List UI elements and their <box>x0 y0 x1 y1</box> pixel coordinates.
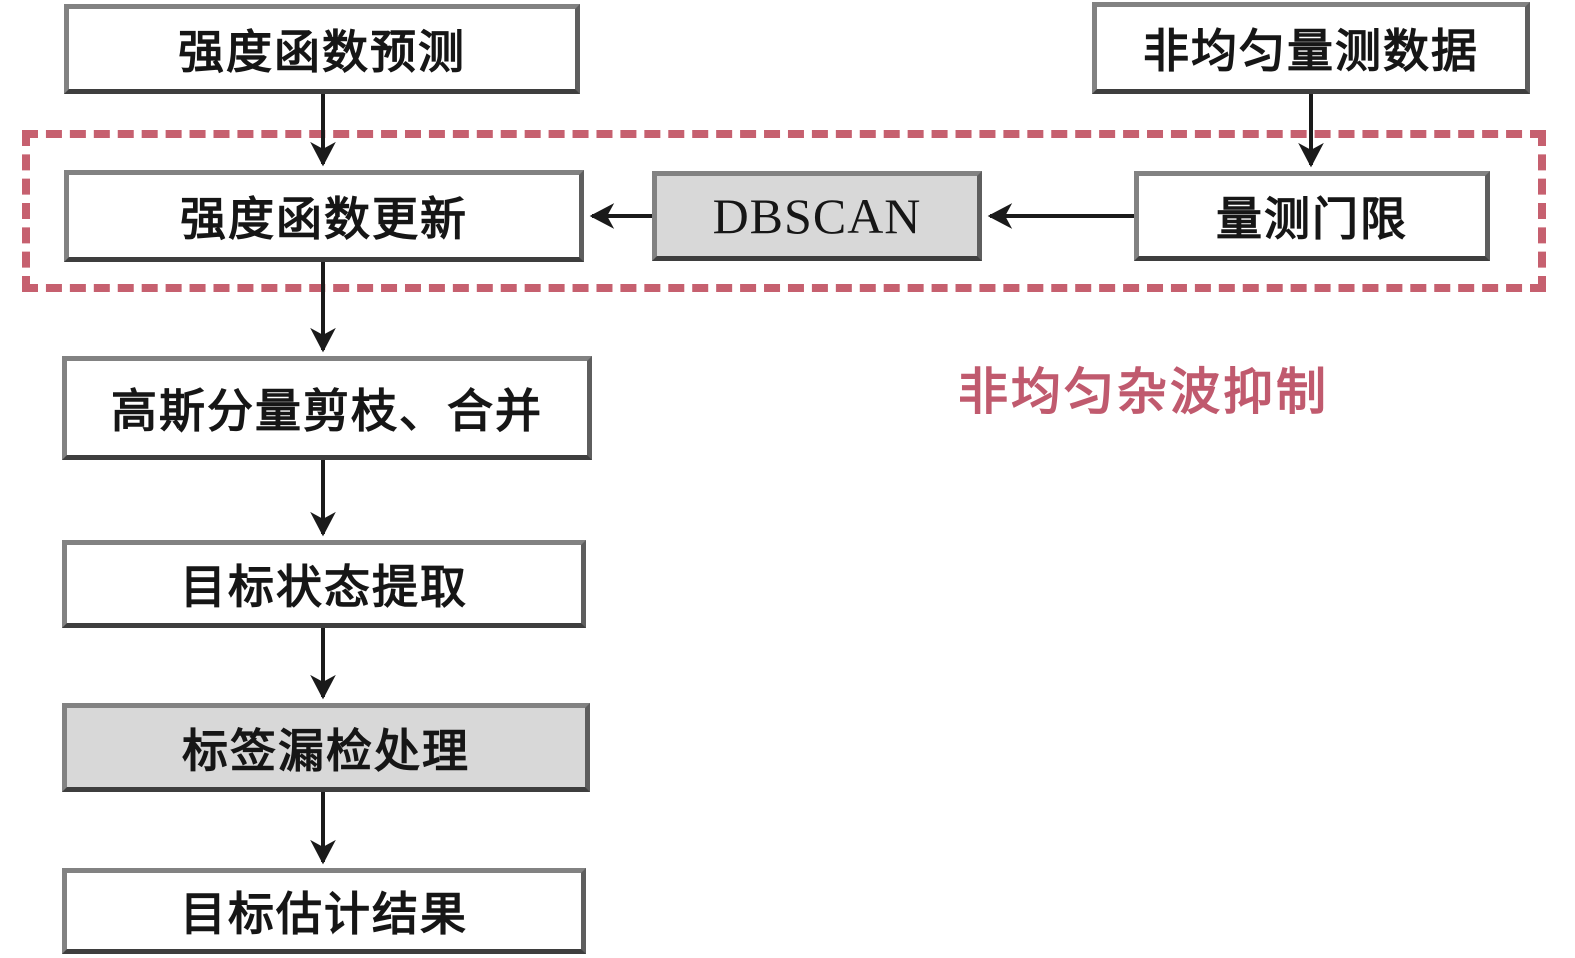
box-nonuniform-measurement-data-label: 非均匀量测数据 <box>1143 26 1479 77</box>
clutter-suppression-dashed-region <box>22 130 1546 292</box>
box-measurement-threshold-label: 量测门限 <box>1216 194 1408 245</box>
box-gaussian-prune-merge-label: 高斯分量剪枝、合并 <box>111 386 543 437</box>
box-gaussian-prune-merge: 高斯分量剪枝、合并 <box>62 356 592 460</box>
box-target-estimation-result: 目标估计结果 <box>62 868 586 954</box>
box-target-estimation-result-label: 目标估计结果 <box>180 889 468 940</box>
box-label-missed-detection-label: 标签漏检处理 <box>182 725 470 777</box>
box-target-state-extraction: 目标状态提取 <box>62 540 586 628</box>
box-nonuniform-measurement-data: 非均匀量测数据 <box>1092 2 1530 94</box>
box-intensity-update-label: 强度函数更新 <box>180 194 468 245</box>
clutter-suppression-label: 非均匀杂波抑制 <box>958 364 1329 420</box>
box-intensity-prediction: 强度函数预测 <box>64 4 580 94</box>
box-intensity-prediction-label: 强度函数预测 <box>178 27 466 78</box>
box-target-state-extraction-label: 目标状态提取 <box>180 562 468 613</box>
box-intensity-update: 强度函数更新 <box>64 170 584 262</box>
box-dbscan-label: DBSCAN <box>712 188 922 244</box>
box-measurement-threshold: 量测门限 <box>1134 171 1490 261</box>
box-dbscan: DBSCAN <box>652 171 982 261</box>
box-label-missed-detection: 标签漏检处理 <box>62 703 590 792</box>
